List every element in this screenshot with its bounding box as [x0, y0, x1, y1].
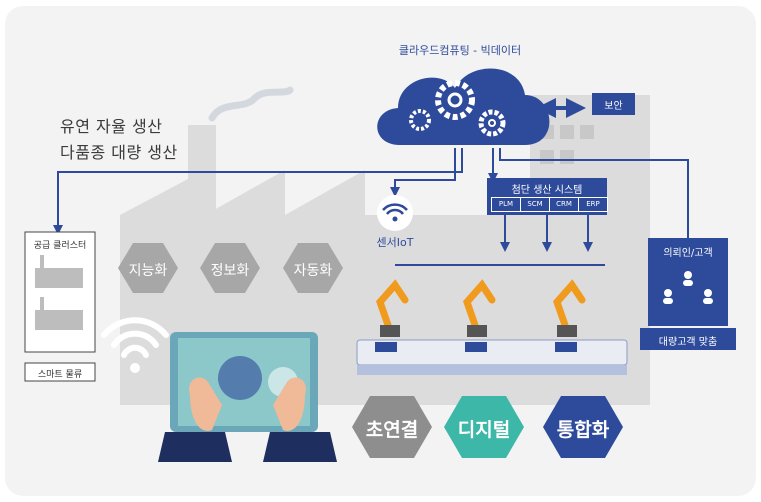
system-item-erp: ERP — [578, 197, 608, 212]
connector-lines — [53, 148, 689, 266]
cloud-icon — [377, 68, 550, 145]
pillar-digital-label: 디지털 — [457, 419, 511, 441]
conveyor-base — [357, 365, 627, 375]
users-icon — [663, 271, 713, 304]
system-item-crm: CRM — [549, 197, 579, 212]
headline-line2: 다품종 대량 생산 — [60, 143, 178, 162]
system-title: 첨단 생산 시스템 — [511, 185, 583, 196]
smoke-icon — [208, 86, 294, 122]
hex-digital — [444, 396, 524, 458]
wifi-dot — [130, 363, 140, 373]
mass-customize-box — [640, 328, 736, 350]
gear-icon — [409, 80, 506, 137]
hex-integration — [543, 396, 623, 458]
conveyor-panels — [375, 342, 577, 352]
pillar-integration-label: 통합화 — [556, 419, 610, 441]
sensor-label: 센서IoT — [376, 236, 414, 249]
robot-arm-icon — [376, 279, 586, 329]
pillar-hyper-label: 초연결 — [365, 419, 419, 441]
headline-line1: 유연 자율 생산 — [60, 117, 163, 136]
hex-intelligent-label: 지능화 — [128, 263, 168, 279]
hex-information-label: 정보화 — [210, 263, 250, 279]
security-box — [592, 93, 635, 115]
system-item-plm: PLM — [491, 197, 521, 212]
mass-customize-label: 대량고객 맞춤 — [658, 337, 718, 348]
wifi-sensor-icon — [377, 195, 413, 231]
system-item-scm: SCM — [520, 197, 550, 212]
factory-icon — [35, 255, 83, 330]
wifi-icon — [101, 317, 169, 358]
cloud-label: 클라우드컴퓨팅 - 빅데이터 — [398, 44, 522, 57]
hex-hyper — [352, 396, 432, 458]
hex-row — [118, 243, 343, 293]
hex-automation-label: 자동화 — [293, 263, 333, 279]
supply-label: 공급 클러스터 — [33, 241, 87, 251]
supply-cluster-box — [24, 231, 96, 353]
security-label: 보안 — [604, 101, 623, 112]
conveyor-belt — [356, 339, 628, 366]
logistics-label: 스마트 물류 — [37, 370, 83, 380]
logistics-box — [24, 362, 96, 382]
sleeve — [158, 432, 337, 462]
customer-title: 의뢰인/고객 — [663, 248, 713, 259]
hand-icon — [189, 377, 306, 431]
robot-base — [380, 325, 577, 337]
